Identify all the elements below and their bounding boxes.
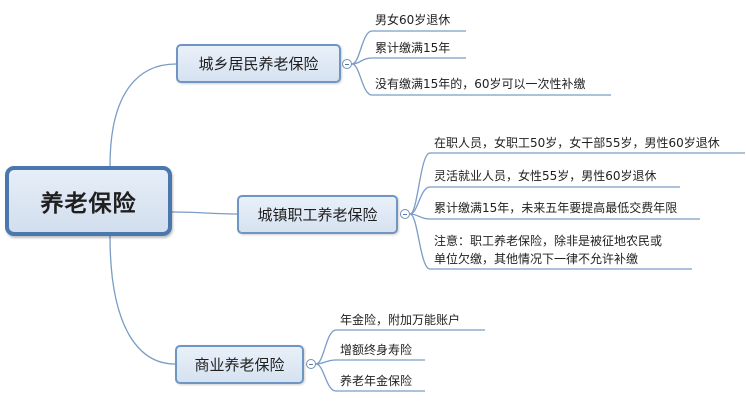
branch-node-urban-rural-pension[interactable]: 城乡居民养老保险 bbox=[176, 44, 341, 83]
connector-b3-leaf-2 bbox=[315, 359, 425, 365]
leaf-b2-flexible-employment[interactable]: 灵活就业人员，女性55岁，男性60岁退休 bbox=[434, 169, 657, 183]
leaf-b3-pension-annuity[interactable]: 养老年金保险 bbox=[340, 374, 413, 388]
connector-b3-leaf-3 bbox=[315, 363, 425, 392]
leaf-b3-annuity-insurance[interactable]: 年金险，附加万能账户 bbox=[340, 313, 461, 327]
root-node[interactable]: 养老保险 bbox=[5, 166, 172, 236]
connector-b2-leaf-1 bbox=[409, 152, 745, 215]
connector-b3-leaf-1 bbox=[315, 329, 485, 365]
connector-b1-leaf-1 bbox=[351, 30, 466, 65]
leaf-b2-employed-retire-age[interactable]: 在职人员，女职工50岁，女干部55岁，男性60岁退休 bbox=[434, 136, 720, 150]
leaf-b1-retire-age[interactable]: 男女60岁退休 bbox=[375, 13, 451, 27]
branch-label: 商业养老保险 bbox=[194, 356, 285, 374]
leaf-b1-contribution-years[interactable]: 累计缴满15年 bbox=[375, 41, 451, 55]
collapse-toggle-icon[interactable] bbox=[306, 359, 316, 369]
collapse-toggle-icon[interactable] bbox=[400, 209, 410, 219]
branch-node-commercial-pension[interactable]: 商业养老保险 bbox=[175, 345, 304, 384]
connector-b1-leaf-2 bbox=[351, 57, 466, 65]
leaf-b3-whole-life-insurance[interactable]: 增额终身寿险 bbox=[340, 343, 413, 357]
leaf-b2-note-line-1[interactable]: 注意：职工养老保险，除非是被征地农民或 bbox=[434, 234, 663, 248]
connector-b2-leaf-4 bbox=[409, 213, 692, 270]
branch-node-urban-employee-pension[interactable]: 城镇职工养老保险 bbox=[237, 195, 398, 234]
connector-b2-leaf-2 bbox=[409, 186, 680, 215]
connector-root-branch-1 bbox=[109, 63, 177, 167]
root-label: 养老保险 bbox=[40, 191, 137, 217]
connector-b1-leaf-3 bbox=[351, 63, 611, 96]
connector-root-branch-2 bbox=[171, 211, 238, 215]
connector-b2-leaf-3 bbox=[409, 213, 700, 220]
connector-root-branch-3 bbox=[109, 235, 176, 365]
branch-label: 城乡居民养老保险 bbox=[198, 55, 319, 73]
collapse-toggle-icon[interactable] bbox=[342, 59, 352, 69]
leaf-b2-note-line-2[interactable]: 单位欠缴，其他情况下一律不允许补缴 bbox=[434, 252, 639, 266]
branch-label: 城镇职工养老保险 bbox=[257, 206, 378, 224]
leaf-b2-min-contribution[interactable]: 累计缴满15年，未来五年要提高最低交费年限 bbox=[434, 201, 678, 215]
leaf-b1-lump-sum-payment[interactable]: 没有缴满15年的，60岁可以一次性补缴 bbox=[375, 77, 586, 91]
